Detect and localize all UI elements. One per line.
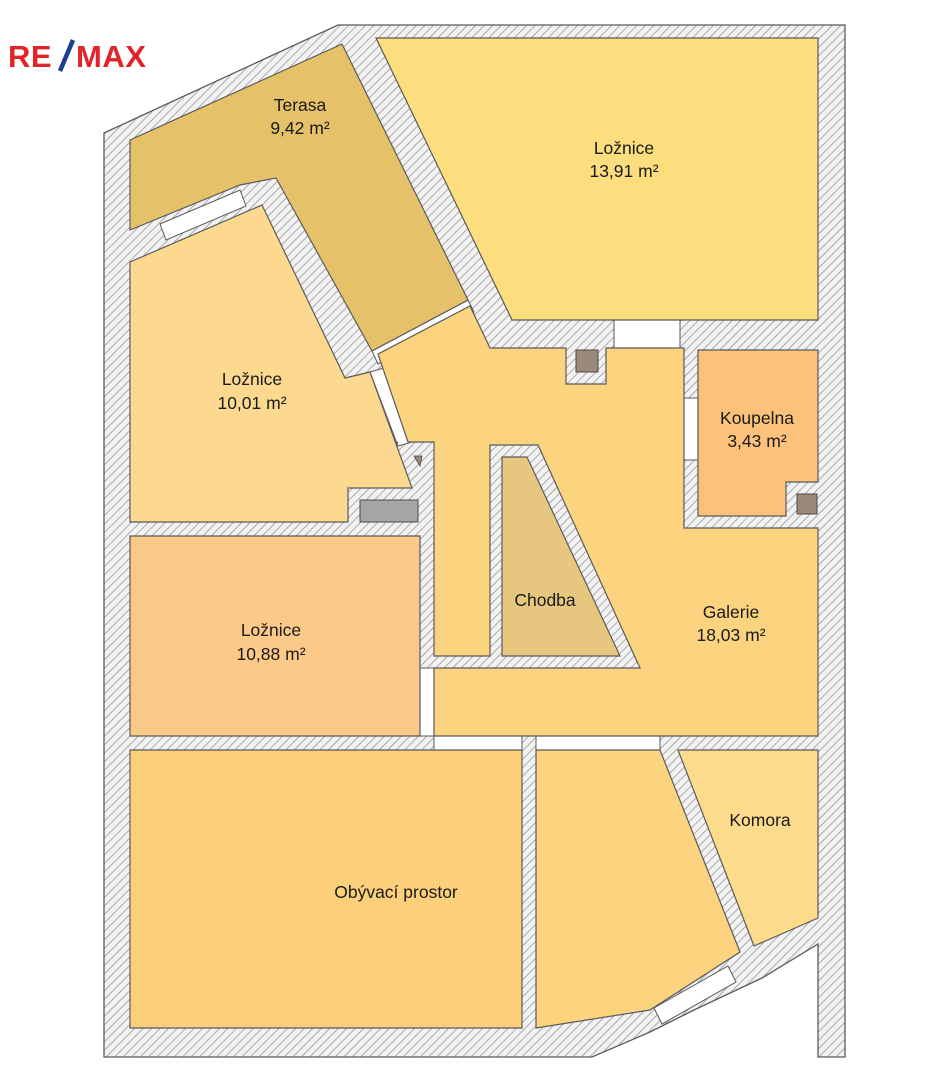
column-koupelna — [796, 493, 818, 515]
remax-logo: RE MAX — [8, 39, 146, 74]
label-obyvaci-name: Obývací prostor — [334, 882, 458, 902]
radiator — [359, 499, 419, 523]
opening-loznice-lower — [419, 667, 435, 737]
label-loznice-left-area: 10,01 m² — [217, 393, 286, 413]
label-loznice-lower-name: Ložnice — [241, 620, 301, 640]
label-komora-name: Komora — [729, 810, 791, 830]
label-koupelna-name: Koupelna — [720, 408, 794, 428]
label-terasa-name: Terasa — [274, 95, 327, 115]
label-loznice-top-area: 13,91 m² — [589, 161, 658, 181]
label-loznice-top-name: Ložnice — [594, 138, 654, 158]
label-terasa-area: 9,42 m² — [270, 118, 329, 138]
window-lower-right — [653, 965, 737, 1025]
logo-text-left: RE — [8, 39, 52, 74]
label-galerie-name: Galerie — [703, 602, 759, 622]
small-marker — [413, 455, 423, 468]
label-koupelna-area: 3,43 m² — [727, 431, 786, 451]
label-loznice-lower-area: 10,88 m² — [236, 644, 305, 664]
window-terasa — [159, 189, 247, 241]
opening-koupelna — [683, 397, 699, 461]
label-chodba-name: Chodba — [514, 590, 576, 610]
logo-text-right: MAX — [76, 39, 146, 74]
logo-slash — [57, 39, 76, 72]
opening-loznice-top — [613, 319, 681, 349]
opening-hall-lower — [535, 735, 661, 751]
label-loznice-left-name: Ložnice — [222, 369, 282, 389]
label-galerie-area: 18,03 m² — [696, 625, 765, 645]
column-galerie — [575, 349, 599, 373]
opening-obyvaci — [433, 735, 523, 751]
